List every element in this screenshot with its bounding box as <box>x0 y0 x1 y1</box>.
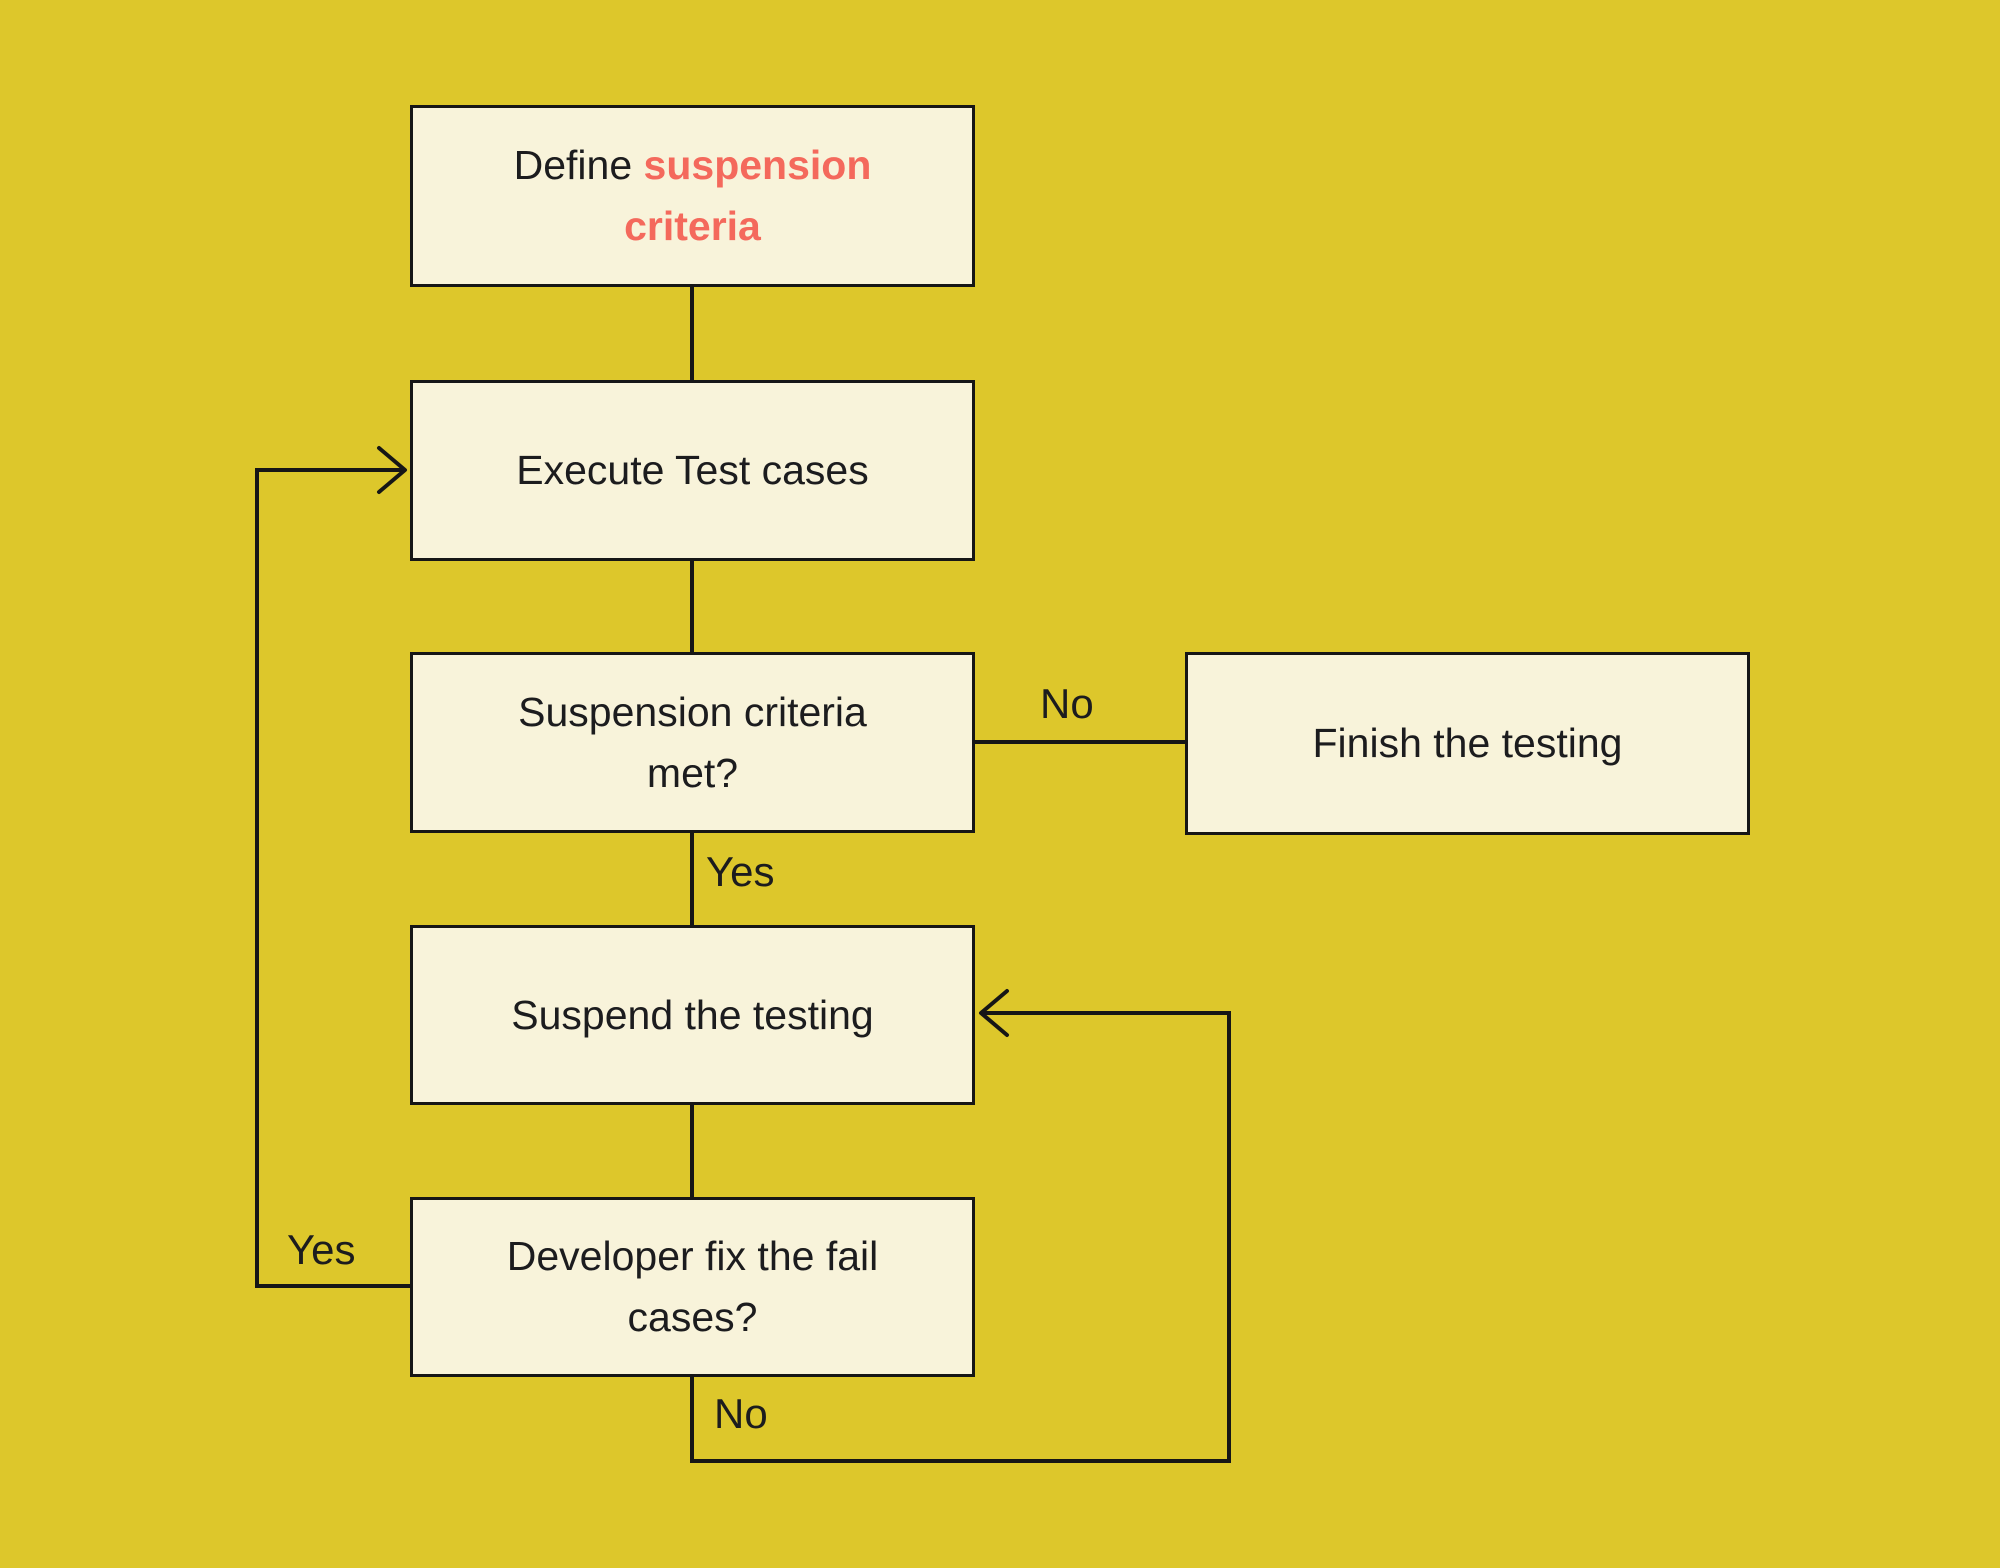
edge-label-no-top: No <box>1040 680 1094 727</box>
node-execute-label: Execute Test cases <box>516 447 869 494</box>
node-define-label-prefix: Define <box>513 142 644 189</box>
node-suspend-the-testing: Suspend the testing <box>410 925 975 1105</box>
edge-label-yes-left: Yes <box>287 1226 356 1273</box>
node-execute-test-cases: Execute Test cases <box>410 380 975 561</box>
node-define-label: Define suspension criteria <box>471 135 914 256</box>
node-finish-the-testing: Finish the testing <box>1185 652 1750 835</box>
arrowhead-into-execute <box>377 446 407 494</box>
node-suspension-criteria-met: Suspension criteria met? <box>410 652 975 833</box>
node-define-suspension-criteria: Define suspension criteria <box>410 105 975 287</box>
node-finish-label: Finish the testing <box>1312 720 1623 767</box>
edge-label-yes-mid: Yes <box>706 848 775 895</box>
node-suspend-label: Suspend the testing <box>511 991 874 1038</box>
connector-developer-suspend-loop <box>690 1011 1231 1463</box>
edge-label-no-bottom: No <box>714 1390 768 1437</box>
arrowhead-into-suspend <box>979 989 1009 1037</box>
node-criteria-met-label: Suspension criteria met? <box>518 688 867 796</box>
node-developer-fix-label: Developer fix the fail cases? <box>506 1233 879 1340</box>
node-developer-fix-fail-cases: Developer fix the fail cases? <box>410 1197 975 1377</box>
node-define-label-highlight: suspension criteria <box>624 142 872 249</box>
connector-developer-execute-loop <box>255 468 410 1288</box>
